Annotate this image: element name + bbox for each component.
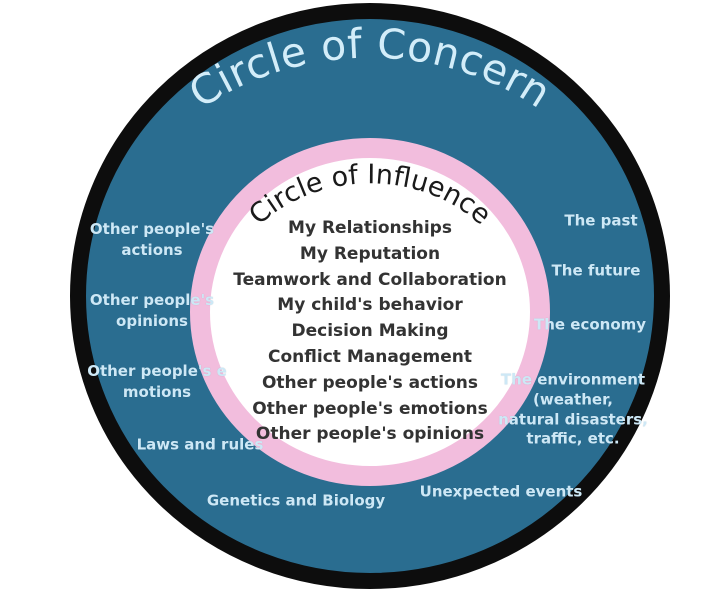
label-the-future: The future bbox=[552, 261, 641, 282]
label-line: natural disasters, bbox=[498, 410, 648, 428]
inner-circle-item-list: My Relationships My Reputation Teamwork … bbox=[233, 216, 506, 448]
label-the-past: The past bbox=[564, 211, 637, 232]
inner-item: Decision Making bbox=[291, 321, 449, 342]
label-line: Other people's bbox=[89, 220, 215, 238]
inner-item: My child's behavior bbox=[277, 295, 463, 316]
label-other-peoples-actions: Other people's actions bbox=[90, 219, 214, 261]
label-other-peoples-opinions: Other people's opinions bbox=[90, 290, 214, 332]
label-line: Other people's e bbox=[87, 362, 227, 380]
label-line: Genetics and Biology bbox=[206, 491, 386, 510]
label-laws-and-rules: Laws and rules bbox=[137, 435, 264, 456]
label-other-peoples-emotions: Other people's e motions bbox=[87, 361, 227, 403]
label-line: The future bbox=[551, 261, 641, 280]
label-line: The economy bbox=[533, 315, 647, 334]
label-line: traffic, etc. bbox=[526, 429, 620, 448]
label-line: actions bbox=[121, 241, 183, 259]
inner-item: Teamwork and Collaboration bbox=[233, 269, 507, 290]
inner-item: Other people's opinions bbox=[255, 424, 485, 445]
label-unexpected-events: Unexpected events bbox=[420, 482, 583, 503]
label-the-environment: The environment (weather, natural disast… bbox=[498, 370, 648, 449]
label-line: motions bbox=[122, 383, 192, 401]
label-line: (weather, bbox=[533, 390, 613, 409]
label-the-economy: The economy bbox=[534, 315, 646, 336]
label-line: opinions bbox=[116, 312, 188, 330]
inner-item: Other people's emotions bbox=[252, 398, 488, 419]
label-line: Laws and rules bbox=[136, 435, 264, 454]
circle-of-influence-ring bbox=[190, 138, 550, 486]
inner-item: Other people's actions bbox=[261, 372, 479, 393]
label-line: The past bbox=[564, 211, 638, 230]
inner-item: My Relationships bbox=[288, 218, 452, 238]
inner-item: Conflict Management bbox=[268, 346, 472, 367]
label-line: The environment bbox=[500, 370, 646, 389]
label-genetics-and-biology: Genetics and Biology bbox=[207, 491, 385, 512]
label-line: Other people's bbox=[89, 291, 215, 309]
inner-item: My Reputation bbox=[299, 243, 441, 264]
label-line: Unexpected events bbox=[419, 482, 583, 501]
